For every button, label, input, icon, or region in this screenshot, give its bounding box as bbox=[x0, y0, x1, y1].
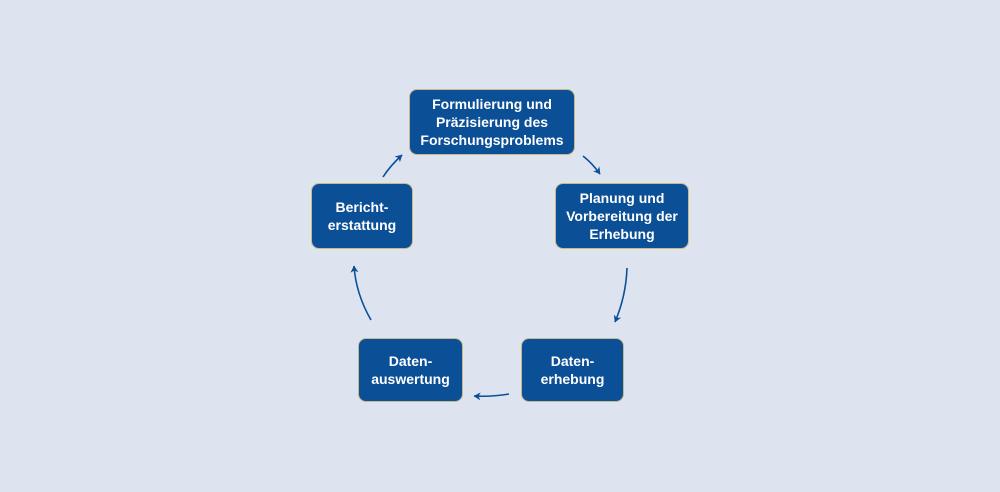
arrow-n4-to-n5 bbox=[350, 265, 372, 321]
node-datenerhebung: Daten- erhebung bbox=[521, 338, 624, 402]
node-formulierung: Formulierung und Präzisierung des Forsch… bbox=[409, 89, 575, 155]
arrow-n5-to-n1 bbox=[382, 154, 403, 178]
node-planung: Planung und Vorbereitung der Erhebung bbox=[555, 183, 689, 249]
node-berichterstattung: Bericht- erstattung bbox=[311, 183, 413, 249]
arrow-n1-to-n2 bbox=[582, 155, 601, 175]
node-datenauswertung: Daten- auswertung bbox=[358, 338, 463, 402]
arrow-n2-to-n3 bbox=[613, 267, 628, 323]
arrow-n3-to-n4 bbox=[473, 392, 510, 401]
